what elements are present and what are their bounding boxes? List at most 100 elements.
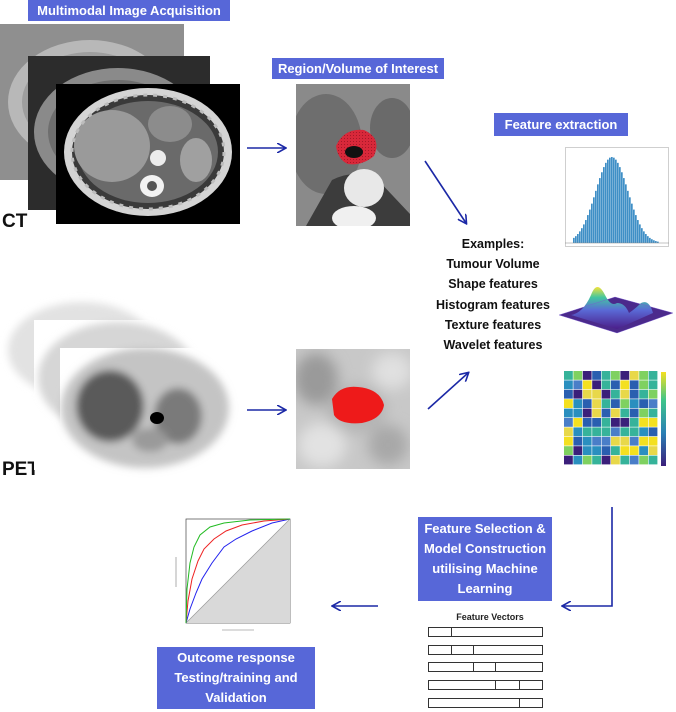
feature-extraction-banner: Feature extraction — [494, 113, 628, 136]
example-item: Texture features — [444, 317, 542, 332]
heatmap-cell — [592, 455, 601, 465]
heatmap-cell — [573, 380, 583, 390]
heatmap-cell — [592, 408, 601, 418]
histogram-bar — [631, 203, 633, 243]
heatmap-cell — [582, 446, 592, 455]
heatmap-cell — [620, 399, 630, 408]
heatmap-cell — [582, 427, 592, 437]
surface-plot-thumbnail — [558, 287, 674, 334]
heatmap-cell — [564, 418, 573, 427]
histogram-bar — [617, 162, 619, 243]
outcome-banner: Outcome response Testing/training and Va… — [157, 647, 315, 709]
histogram-bar — [647, 236, 649, 243]
heatmap-cell — [573, 427, 583, 437]
heatmap-cell — [564, 446, 573, 455]
heatmap-cell — [620, 436, 630, 446]
heatmap-cell — [611, 455, 620, 465]
feature-vector-row — [428, 662, 543, 672]
heatmap-cell — [601, 389, 611, 399]
roi-pet-image — [296, 349, 410, 469]
histogram-bar — [645, 234, 647, 243]
heatmap-cell — [629, 427, 639, 437]
heatmap-cell — [611, 418, 620, 427]
heatmap-cell — [620, 455, 630, 465]
heatmap-cell — [648, 399, 658, 408]
heatmap-cell — [582, 436, 592, 446]
example-item: Shape features — [448, 277, 538, 292]
histogram-bar — [575, 236, 577, 243]
outcome-line-2: Testing/training and — [174, 670, 298, 685]
heatmap-cell — [629, 455, 639, 465]
histogram-bar — [577, 234, 579, 243]
histogram-bar — [655, 241, 657, 243]
heatmap-cell — [601, 418, 611, 427]
heatmap-cell — [629, 389, 639, 399]
heatmap-cell — [573, 371, 583, 380]
heatmap-cell — [648, 371, 658, 380]
histogram-bar — [615, 159, 617, 243]
histogram-bar — [587, 215, 589, 243]
heatmap-cell — [564, 427, 573, 437]
selection-line-3: utilising Machine — [432, 561, 538, 576]
arrow-roi-ct-to-features — [424, 160, 466, 223]
heatmap-cell — [639, 389, 648, 399]
heatmap-cell — [620, 371, 630, 380]
ct-front-slice — [56, 84, 240, 224]
heatmap-cell — [639, 436, 648, 446]
heatmap-cell — [601, 371, 611, 380]
histogram-bar — [653, 240, 655, 243]
feature-selection-banner: Feature Selection & Model Construction u… — [418, 517, 552, 601]
histogram-bar — [579, 231, 581, 243]
heatmap-cell — [620, 389, 630, 399]
heatmap-cell — [629, 408, 639, 418]
heatmap-cell — [620, 427, 630, 437]
feature-vectors-title: Feature Vectors — [456, 612, 524, 622]
heatmap-cell — [601, 446, 611, 455]
heatmap-cell — [601, 408, 611, 418]
heatmap-cell — [648, 380, 658, 390]
acquisition-banner: Multimodal Image Acquisition — [28, 0, 230, 21]
histogram-bar — [573, 237, 575, 243]
heatmap-cell — [611, 389, 620, 399]
heatmap-cell — [620, 446, 630, 455]
heatmap-cell — [582, 455, 592, 465]
heatmap-cell — [592, 446, 601, 455]
histogram-bar — [649, 237, 651, 243]
histogram-bar — [585, 220, 587, 243]
arrow-roi-pet-to-features — [427, 373, 468, 410]
histogram-bar — [657, 241, 659, 243]
outcome-line-3: Validation — [205, 690, 267, 705]
heatmap-cell — [639, 418, 648, 427]
selection-line-2: Model Construction — [423, 541, 547, 556]
heatmap-cell — [648, 408, 658, 418]
histogram-bar — [613, 157, 615, 243]
heatmap-cell — [573, 389, 583, 399]
heatmap-cell — [648, 427, 658, 437]
histogram-bar — [619, 167, 621, 243]
heatmap-cell — [611, 408, 620, 418]
heatmap-cell — [601, 436, 611, 446]
histogram-bar — [611, 157, 613, 243]
histogram-bar — [627, 190, 629, 243]
heatmap-cell — [639, 371, 648, 380]
heatmap-cell — [611, 371, 620, 380]
outcome-line-1: Outcome response — [177, 650, 295, 665]
heatmap-cell — [592, 418, 601, 427]
histogram-bar — [599, 178, 601, 243]
heatmap-cell — [629, 371, 639, 380]
texture-heatmap-thumbnail — [564, 371, 666, 466]
heatmap-cell — [611, 427, 620, 437]
selection-line-1: Feature Selection & — [424, 521, 546, 536]
heatmap-cell — [601, 380, 611, 390]
arrow-features-to-selection — [563, 507, 613, 606]
histogram-bar — [629, 197, 631, 243]
ct-label: CT — [2, 211, 28, 232]
histogram-bar — [595, 190, 597, 243]
heatmap-cell — [592, 389, 601, 399]
roc-curve-thumbnail — [175, 518, 291, 631]
feature-vector-row — [428, 627, 543, 637]
heatmap-cell — [582, 389, 592, 399]
histogram-bar — [581, 228, 583, 243]
histogram-bar — [601, 172, 603, 243]
heatmap-cell — [582, 380, 592, 390]
